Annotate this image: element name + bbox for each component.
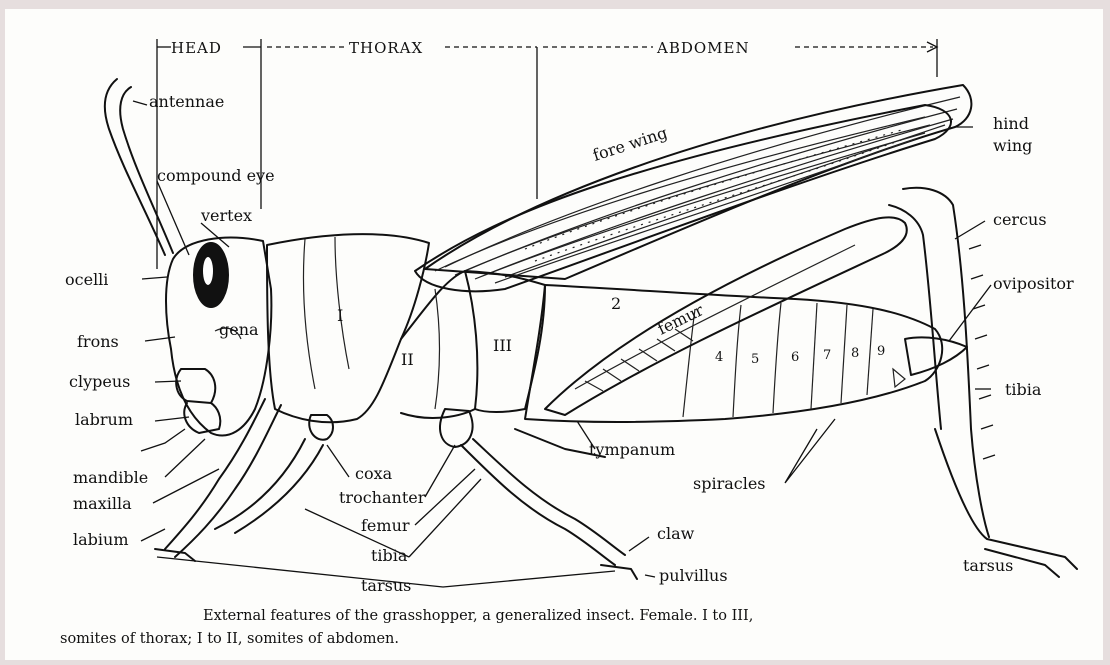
fore-leg [155, 399, 333, 561]
somite-abdomen-2: 2 [611, 294, 621, 313]
label-compound-eye: compound eye [157, 166, 275, 185]
somite-thorax-2: II [401, 350, 414, 369]
abdomen-body [525, 285, 967, 422]
thorax-body [267, 234, 545, 422]
caption-line-1: External features of the grasshopper, a … [203, 605, 753, 628]
label-pulvillus: pulvillus [659, 566, 728, 585]
label-maxilla: maxilla [73, 494, 132, 513]
somite-abdomen-6: 6 [791, 350, 799, 365]
somite-abdomen-9: 9 [877, 344, 885, 359]
head-region-label: HEAD [171, 39, 222, 57]
thorax-region-label: THORAX [349, 39, 423, 57]
label-labrum: labrum [75, 410, 133, 429]
somite-thorax-1: I [337, 306, 343, 325]
somite-abdomen-7: 7 [823, 348, 831, 363]
label-femur: femur [361, 516, 410, 535]
label-coxa: coxa [355, 464, 393, 483]
label-clypeus: clypeus [69, 372, 130, 391]
abdomen-region-label: ABDOMEN [656, 39, 750, 57]
label-vertex: vertex [200, 206, 252, 225]
somite-thorax-3: III [493, 336, 512, 355]
label-ovipositor: ovipositor [993, 274, 1074, 293]
figure-sheet: HEAD THORAX ABDOMEN [5, 9, 1103, 660]
label-antennae: antennae [149, 92, 224, 111]
label-hind-wing-2: wing [993, 136, 1032, 155]
label-tarsus: tarsus [361, 576, 411, 595]
label-frons: frons [77, 332, 119, 351]
mid-leg [440, 409, 637, 579]
label-tarsus-hind: tarsus [963, 556, 1013, 575]
grasshopper-diagram: HEAD THORAX ABDOMEN [5, 9, 1103, 660]
label-tympanum: tympanum [589, 440, 675, 459]
label-trochanter: trochanter [339, 488, 426, 507]
label-tibia: tibia [371, 546, 408, 565]
label-tibia-hind: tibia [1005, 380, 1042, 399]
somite-abdomen-4: 4 [715, 350, 723, 365]
label-cercus: cercus [993, 210, 1047, 229]
caption-line-2: somites of thorax; I to II, somites of a… [60, 628, 399, 651]
label-spiracles: spiracles [693, 474, 766, 493]
label-ocelli: ocelli [65, 270, 108, 289]
label-mandible: mandible [73, 468, 148, 487]
somite-abdomen-8: 8 [851, 346, 859, 361]
label-hind-wing-1: hind [993, 114, 1029, 133]
somite-abdomen-5: 5 [751, 352, 759, 367]
label-claw: claw [657, 524, 695, 543]
label-gena: gena [219, 320, 259, 339]
label-labium: labium [73, 530, 129, 549]
